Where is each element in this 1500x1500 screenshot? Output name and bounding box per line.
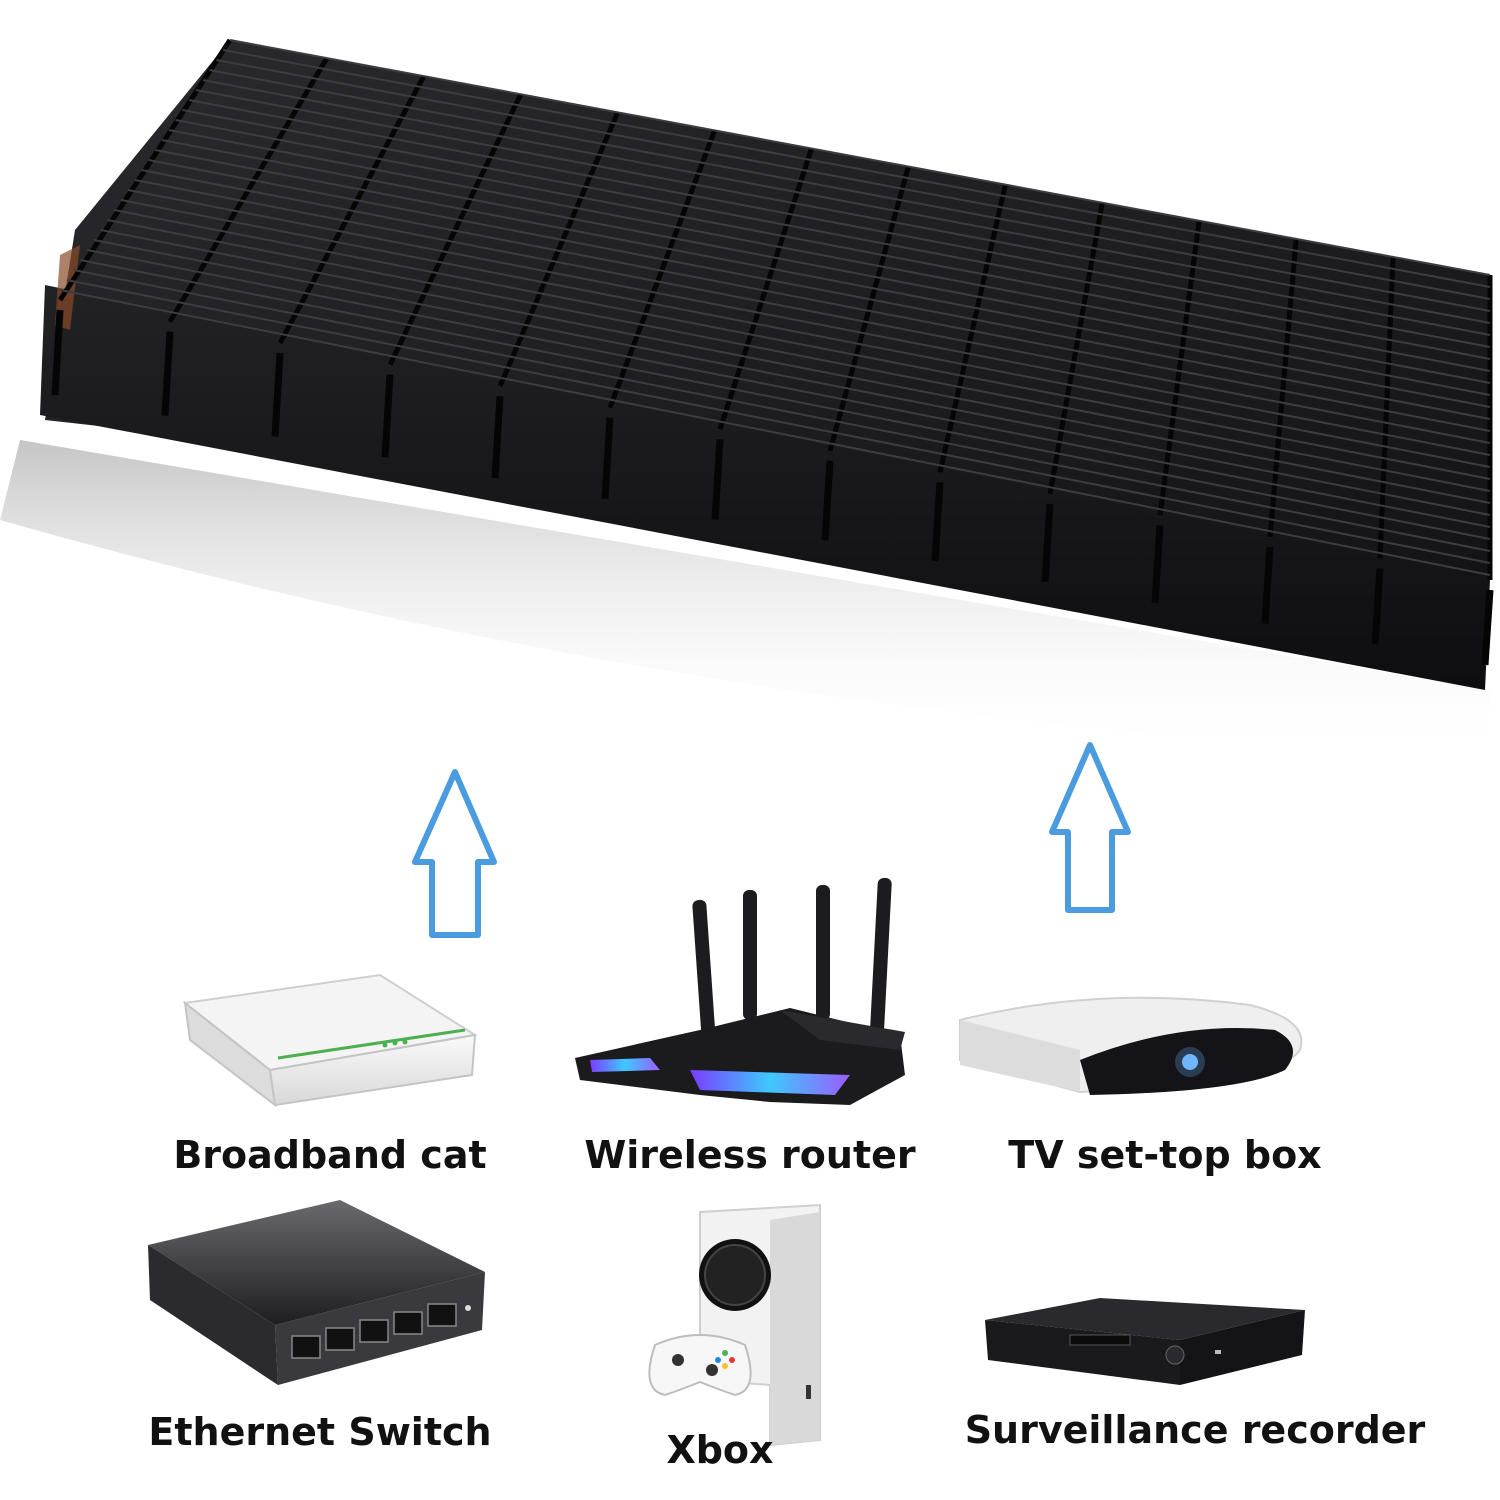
device-label-wireless-router: Wireless router	[584, 1133, 916, 1177]
heatsink-image	[0, 38, 1494, 760]
set-top-box-icon	[959, 996, 1303, 1095]
console-icon	[648, 1203, 821, 1447]
device-label-surveillance-recorder: Surveillance recorder	[964, 1408, 1426, 1452]
device-label-xbox: Xbox	[666, 1428, 774, 1472]
arrow-up-icon	[412, 769, 497, 938]
dvr-icon	[985, 1298, 1305, 1385]
switch-icon	[148, 1200, 485, 1385]
device-label-broadband-cat: Broadband cat	[173, 1133, 487, 1177]
device-label-tv-set-top-box: TV set-top box	[1008, 1133, 1322, 1177]
device-label-ethernet-switch: Ethernet Switch	[148, 1410, 492, 1454]
router-icon	[575, 877, 905, 1105]
modem-icon	[182, 973, 478, 1108]
arrow-up-icon	[1049, 742, 1131, 913]
